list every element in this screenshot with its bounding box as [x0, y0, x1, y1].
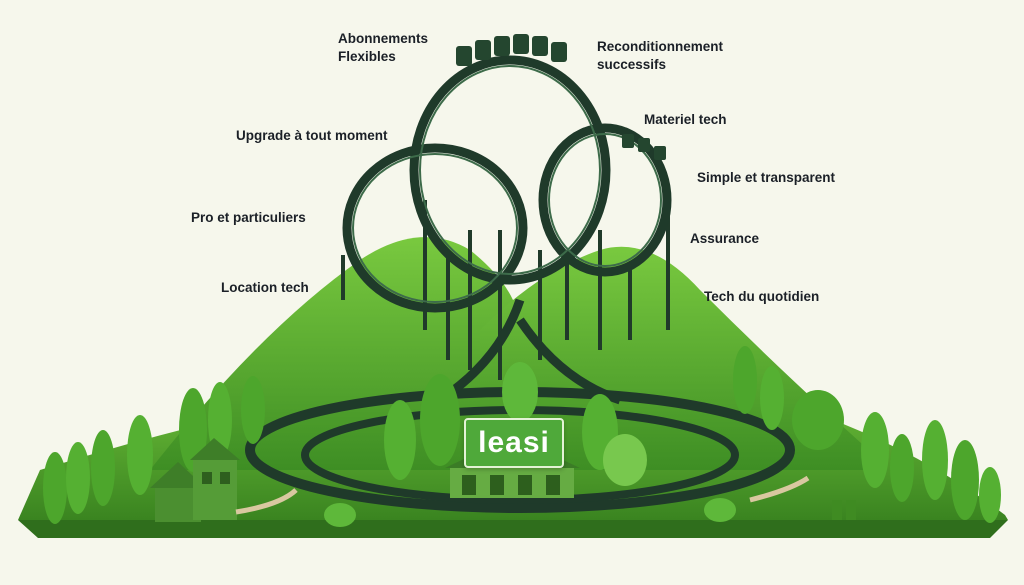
left-cabin [150, 438, 240, 522]
coaster-cars-top [456, 34, 567, 66]
trees [43, 346, 1001, 527]
leasi-sign: leasi [464, 418, 564, 468]
label-reconditionnement: Reconditionnement successifs [597, 39, 724, 72]
label-assurance: Assurance [690, 231, 760, 246]
label-upgrade: Upgrade à tout moment [236, 128, 388, 143]
track-descent-right [516, 317, 622, 405]
left-path [235, 488, 298, 515]
label-simple-transparent: Simple et transparent [697, 170, 836, 185]
vending-machines [832, 500, 856, 520]
label-tech-quotidien: Tech du quotidien [704, 289, 820, 304]
label-location-tech: Location tech [221, 280, 309, 295]
coaster-loops-inner [352, 65, 662, 303]
coaster-cars-right [622, 134, 666, 160]
right-path [749, 475, 810, 503]
label-pro-particuliers: Pro et particuliers [191, 210, 306, 225]
label-abonnements-flexibles: Abonnements Flexibles [338, 31, 429, 64]
coaster-loops [342, 55, 672, 313]
label-materiel-tech: Materiel tech [644, 112, 727, 127]
ground-platform [18, 520, 1008, 538]
brand-logo-text: leasi [478, 426, 550, 459]
